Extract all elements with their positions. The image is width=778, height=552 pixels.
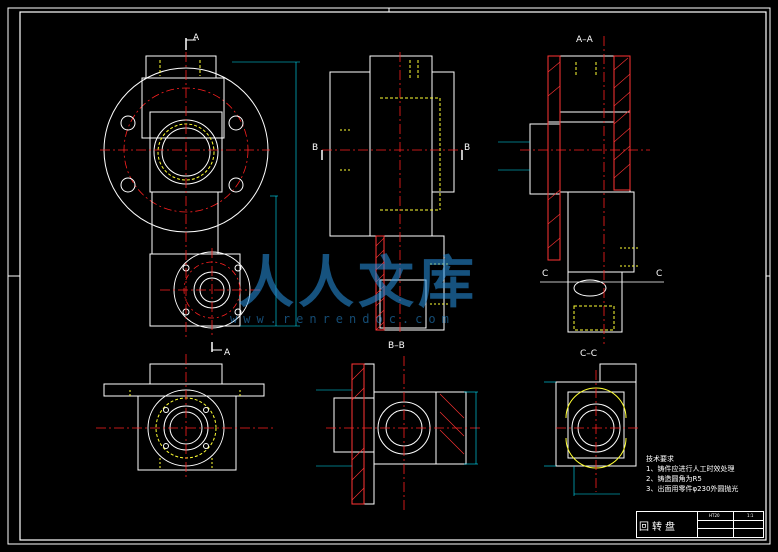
side-view bbox=[321, 52, 463, 334]
section-aa-view bbox=[498, 36, 664, 344]
notes-line-3: 3、出面用零件φ230外圆抛光 bbox=[646, 485, 739, 493]
watermark-url: www.renrendoc.com bbox=[230, 312, 455, 326]
watermark-text: 人人文库 bbox=[238, 251, 478, 316]
section-cc-view bbox=[544, 363, 640, 496]
label-section-c-left: C bbox=[542, 269, 548, 279]
title-block: 回转盘 HT20 1:1 bbox=[636, 511, 764, 538]
title-block-material: HT20 bbox=[709, 513, 720, 518]
notes-line-2: 2、铸造圆角为R5 bbox=[646, 475, 702, 483]
label-section-aa: A–A bbox=[576, 35, 594, 45]
section-bb-view bbox=[316, 356, 480, 510]
front-view bbox=[100, 38, 300, 352]
title-block-name: 回转盘 bbox=[639, 522, 678, 533]
notes-heading: 技术要求 bbox=[646, 455, 674, 463]
title-block-divider-h1 bbox=[697, 520, 763, 521]
top-view bbox=[96, 354, 276, 480]
label-section-b-right: B bbox=[464, 143, 470, 153]
label-section-a-bottom: A bbox=[224, 348, 231, 358]
notes-line-1: 1、铸件应进行人工时效处理 bbox=[646, 465, 735, 473]
label-section-cc: C–C bbox=[580, 349, 597, 359]
technical-requirements: 技术要求 1、铸件应进行人工时效处理 2、铸造圆角为R5 3、出面用零件φ230… bbox=[646, 454, 738, 494]
label-section-a-top: A bbox=[193, 33, 200, 43]
label-section-c-right: C bbox=[656, 269, 662, 279]
title-block-divider-v1 bbox=[697, 512, 698, 537]
title-block-scale: 1:1 bbox=[747, 513, 754, 518]
label-section-b-left: B bbox=[312, 143, 318, 153]
title-block-divider-h2 bbox=[697, 528, 763, 529]
title-block-divider-v2 bbox=[733, 512, 734, 537]
label-section-bb: B–B bbox=[388, 341, 405, 351]
